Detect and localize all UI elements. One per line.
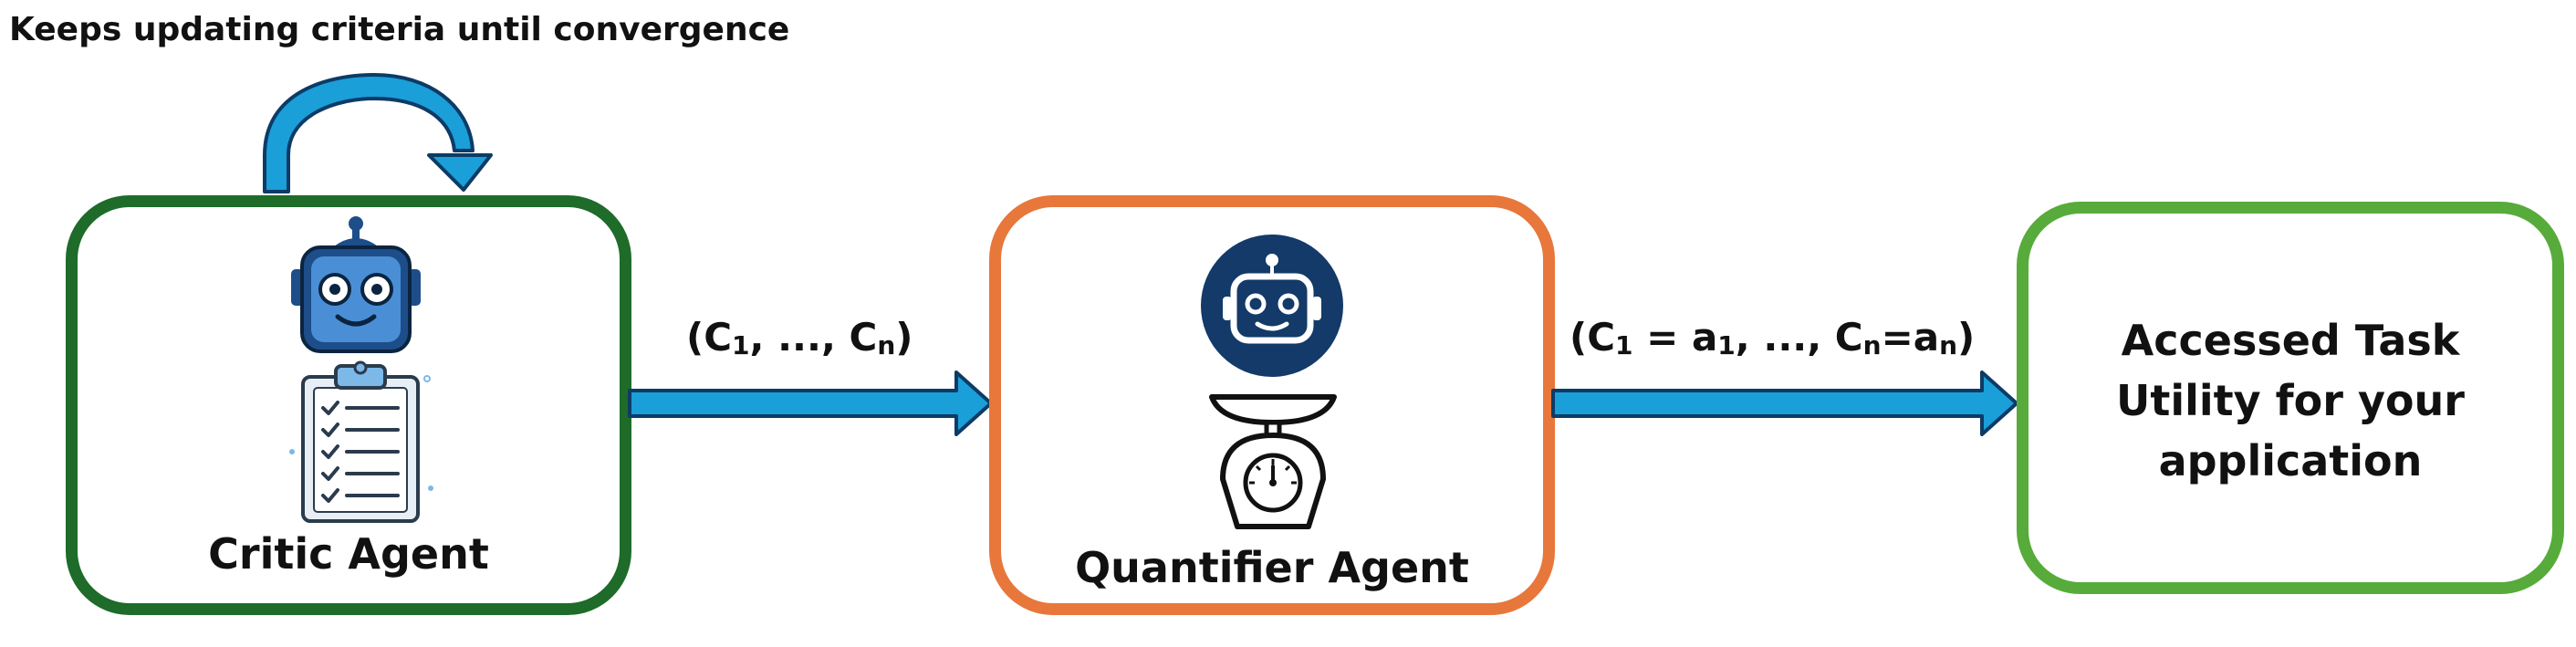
task-utility-label: Accessed Task Utility for your applicati… <box>2017 310 2564 491</box>
criteria-list-label: (C1, ..., Cn) <box>686 315 913 360</box>
flow-arrow-1 <box>628 370 993 436</box>
task-utility-box <box>2017 202 2564 594</box>
criteria-sub-n: n <box>877 330 896 360</box>
weighing-scale-icon <box>1209 394 1337 529</box>
robot-badge-icon <box>1201 235 1343 377</box>
values-sub-a1: 1 <box>1717 330 1736 360</box>
criteria-close: ) <box>895 315 913 360</box>
values-eq-n: =a <box>1881 315 1940 360</box>
quantifier-agent-label: Quantifier Agent <box>1075 543 1469 592</box>
task-utility-line-3: application <box>2158 436 2423 485</box>
task-utility-line-1: Accessed Task <box>2121 316 2460 365</box>
criteria-mid: , ..., C <box>749 315 878 360</box>
task-utility-line-2: Utility for your <box>2116 376 2465 425</box>
critic-agent-label: Critic Agent <box>208 529 489 579</box>
criteria-open: (C <box>686 315 733 360</box>
values-sub-n: n <box>1862 330 1882 360</box>
values-sub-an: n <box>1939 330 1958 360</box>
criteria-sub-1: 1 <box>732 330 750 360</box>
loop-arrow-icon <box>263 73 493 193</box>
values-mid: , ..., C <box>1735 315 1863 360</box>
values-open: (C <box>1570 315 1616 360</box>
loop-caption: Keeps updating criteria until convergenc… <box>9 11 790 48</box>
values-sub-1: 1 <box>1615 330 1633 360</box>
values-close: ) <box>1957 315 1976 360</box>
criteria-values-label: (C1 = a1, ..., Cn=an) <box>1570 315 1975 360</box>
flow-arrow-2 <box>1551 370 2018 436</box>
clipboard-checklist-icon <box>289 360 433 523</box>
values-eq-1: = a <box>1632 315 1718 360</box>
robot-icon <box>291 216 421 353</box>
